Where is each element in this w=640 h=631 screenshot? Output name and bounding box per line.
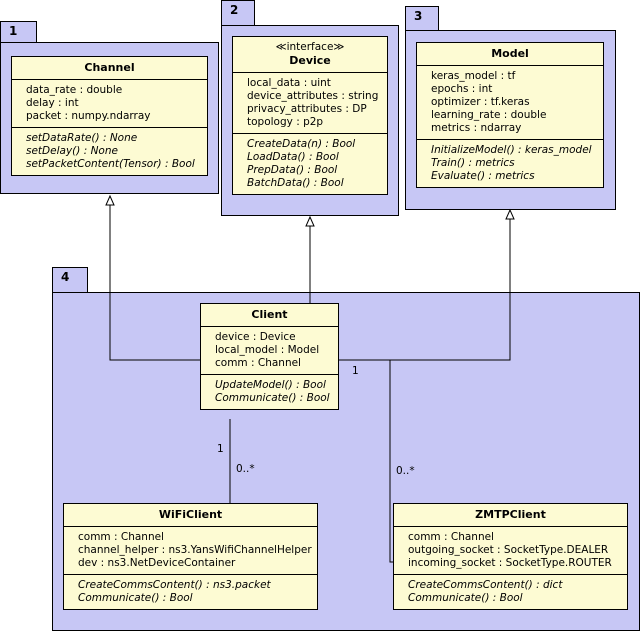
package-2-tab: 2 (221, 0, 255, 26)
client-attribute: local_model : Model (215, 344, 320, 356)
class-device-name: Device (289, 54, 331, 67)
model-attribute: metrics : ndarray (431, 122, 522, 134)
model-attribute: keras_model : tf (431, 70, 516, 82)
device-attribute: topology : p2p (247, 116, 324, 128)
package-1-label: 1 (9, 24, 18, 38)
class-device: ≪interface≫ Device local_data : uint dev… (232, 36, 388, 195)
model-attribute: learning_rate : double (431, 109, 547, 121)
client-zmtpclient-association (339, 359, 393, 563)
client-attribute: comm : Channel (215, 357, 301, 369)
channel-attribute: delay : int (26, 97, 79, 109)
channel-operation: setPacketContent(Tensor) : Bool (26, 158, 195, 170)
class-model: Model keras_model : tf epochs : int opti… (416, 42, 604, 188)
multiplicity-client-wifi-source: 1 (217, 443, 224, 455)
multiplicity-client-zmtp-source: 1 (352, 365, 359, 377)
device-attribute: privacy_attributes : DP (247, 103, 367, 115)
class-model-name: Model (491, 47, 529, 60)
class-client-name: Client (251, 308, 288, 321)
channel-operation: setDataRate() : None (26, 132, 138, 144)
class-device-stereotype: ≪interface≫ (275, 41, 345, 53)
device-generalization-arrowhead (305, 215, 315, 227)
wificlient-attribute: channel_helper : ns3.YansWifiChannelHelp… (78, 544, 312, 556)
class-wificlient-name: WiFiClient (158, 508, 223, 521)
class-channel-name: Channel (84, 61, 135, 74)
class-zmtpclient-name: ZMTPClient (475, 508, 546, 521)
channel-attribute: data_rate : double (26, 84, 123, 96)
zmtpclient-attribute: outgoing_socket : SocketType.DEALER (408, 544, 609, 556)
client-operation: Communicate() : Bool (215, 392, 330, 404)
class-wificlient: WiFiClient comm : Channel channel_helper… (63, 503, 318, 610)
client-channel-generalization (109, 205, 200, 361)
package-3-label: 3 (414, 9, 423, 23)
device-operation: BatchData() : Bool (247, 177, 344, 189)
zmtpclient-operation: CreateCommsContent() : dict (408, 579, 563, 591)
wificlient-attribute: dev : ns3.NetDeviceContainer (78, 557, 236, 569)
wificlient-operation: CreateCommsContent() : ns3.packet (78, 579, 271, 591)
zmtpclient-operation: Communicate() : Bool (408, 592, 523, 604)
package-4-label: 4 (61, 270, 70, 284)
model-generalization-arrowhead (505, 208, 515, 220)
package-2-label: 2 (230, 3, 239, 17)
client-operation: UpdateModel() : Bool (215, 379, 326, 391)
wificlient-operation: Communicate() : Bool (78, 592, 193, 604)
device-operation: PrepData() : Bool (247, 164, 338, 176)
multiplicity-client-wifi-target: 0..* (236, 463, 255, 475)
device-operation: CreateData(n) : Bool (247, 138, 356, 150)
channel-attribute: packet : numpy.ndarray (26, 110, 151, 122)
device-attribute: local_data : uint (247, 77, 331, 89)
model-operation: Evaluate() : metrics (431, 170, 535, 182)
zmtpclient-attribute: incoming_socket : SocketType.ROUTER (408, 557, 612, 569)
model-operation: Train() : metrics (431, 157, 515, 169)
model-attribute: optimizer : tf.keras (431, 96, 530, 108)
multiplicity-client-zmtp-target: 0..* (396, 465, 415, 477)
model-operation: InitializeModel() : keras_model (431, 144, 592, 156)
wificlient-attribute: comm : Channel (78, 531, 164, 543)
class-zmtpclient: ZMTPClient comm : Channel outgoing_socke… (393, 503, 628, 610)
class-channel: Channel data_rate : double delay : int p… (11, 56, 208, 176)
device-operation: LoadData() : Bool (247, 151, 339, 163)
model-attribute: epochs : int (431, 83, 493, 95)
channel-generalization-arrowhead (105, 194, 115, 206)
client-attribute: device : Device (215, 331, 296, 343)
channel-operation: setDelay() : None (26, 145, 118, 157)
device-attribute: device_attributes : string (247, 90, 379, 102)
zmtpclient-attribute: comm : Channel (408, 531, 494, 543)
class-client: Client device : Device local_model : Mod… (200, 303, 339, 410)
client-model-generalization (339, 219, 511, 361)
